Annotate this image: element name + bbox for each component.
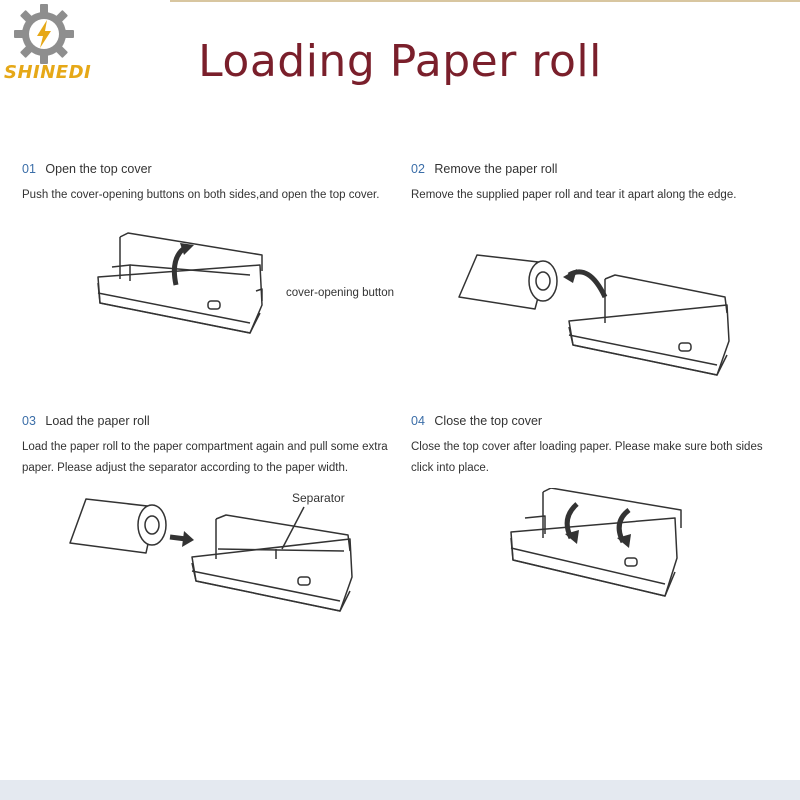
cover-opening-button-callout: cover-opening button xyxy=(286,287,395,299)
step-4: 04 Close the top cover Close the top cov… xyxy=(411,414,791,479)
brand-logo: SHINEDI xyxy=(4,2,91,92)
step-1-heading: 01 Open the top cover xyxy=(22,162,402,176)
bottom-band xyxy=(0,780,800,800)
step-3-illustration xyxy=(69,498,353,612)
step-2-illustration xyxy=(458,254,730,376)
step-2-heading: 02 Remove the paper roll xyxy=(411,162,791,176)
step-3-heading: 03 Load the paper roll xyxy=(22,414,402,428)
step-3-title: Load the paper roll xyxy=(45,414,150,428)
step-3-description: Load the paper roll to the paper compart… xyxy=(22,441,388,474)
step-4-number: 04 xyxy=(411,414,425,428)
brand-name: SHINEDI xyxy=(4,62,92,83)
step-4-illustration xyxy=(510,488,682,597)
step-2-number: 02 xyxy=(411,162,425,176)
step-1-description: Push the cover-opening buttons on both s… xyxy=(22,189,380,201)
step-4-description: Close the top cover after loading paper.… xyxy=(411,441,763,474)
step-4-heading: 04 Close the top cover xyxy=(411,414,791,428)
step-3: 03 Load the paper roll Load the paper ro… xyxy=(22,414,402,479)
separator-callout: Separator xyxy=(292,491,345,505)
step-4-title: Close the top cover xyxy=(434,414,543,428)
page-title: Loading Paper roll xyxy=(198,36,602,87)
step-2: 02 Remove the paper roll Remove the supp… xyxy=(411,162,791,206)
step-1: 01 Open the top cover Push the cover-ope… xyxy=(22,162,402,206)
step-1-number: 01 xyxy=(22,162,36,176)
top-rule xyxy=(170,0,800,2)
step-2-title: Remove the paper roll xyxy=(434,162,558,176)
step-3-number: 03 xyxy=(22,414,36,428)
step-2-description: Remove the supplied paper roll and tear … xyxy=(411,189,737,201)
step-1-title: Open the top cover xyxy=(45,162,152,176)
gear-lightning-icon xyxy=(14,4,74,64)
step-1-illustration xyxy=(97,232,263,334)
